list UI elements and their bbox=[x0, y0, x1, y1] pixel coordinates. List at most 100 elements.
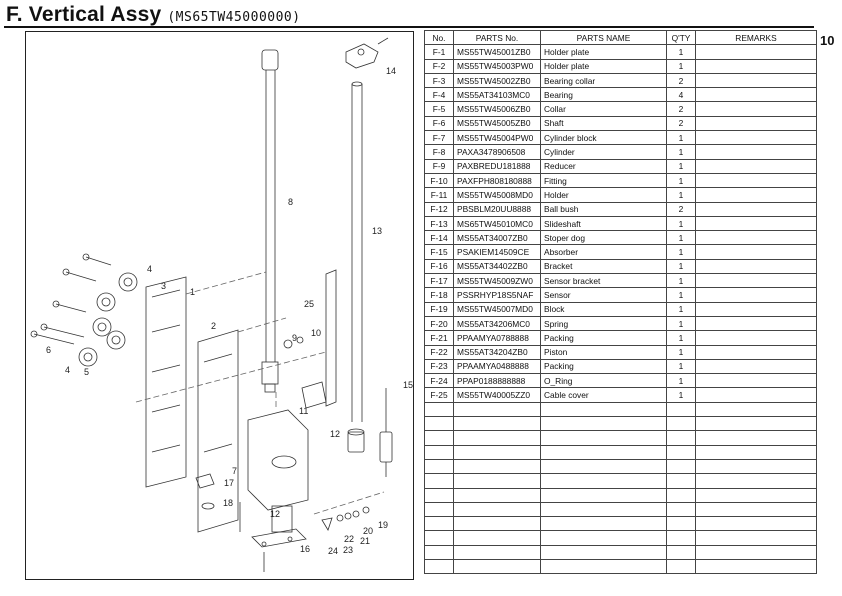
cell-parts-no: MS55TW45004PW0 bbox=[453, 130, 541, 146]
callout-label: 24 bbox=[328, 546, 339, 556]
cell-parts-no: MS55AT34206MC0 bbox=[453, 315, 541, 332]
cell-no: F-12 bbox=[424, 201, 454, 217]
cell-parts-name: Piston bbox=[540, 344, 667, 360]
cell-no bbox=[424, 558, 454, 575]
cell-qty: 1 bbox=[666, 358, 696, 375]
cell-remarks bbox=[695, 544, 817, 560]
cell-remarks bbox=[695, 358, 817, 375]
cell-remarks bbox=[695, 58, 817, 74]
cell-remarks bbox=[695, 530, 817, 546]
cell-parts-no: MS65TW45010MC0 bbox=[453, 215, 541, 232]
cell-remarks bbox=[695, 87, 817, 103]
cell-parts-no bbox=[453, 401, 541, 418]
cell-parts-no: MS55TW45001ZB0 bbox=[453, 44, 541, 60]
cell-no: F-1 bbox=[424, 44, 454, 60]
cell-no: F-11 bbox=[424, 187, 454, 203]
cell-parts-no bbox=[453, 430, 541, 446]
cell-parts-name: Spring bbox=[540, 315, 667, 332]
cell-parts-no: PPAAMYA0488888 bbox=[453, 358, 541, 375]
cell-no bbox=[424, 416, 454, 432]
table-row bbox=[424, 558, 817, 575]
cell-no: F-22 bbox=[424, 344, 454, 360]
cell-parts-name: Fitting bbox=[540, 172, 667, 189]
cell-parts-name: Cylinder block bbox=[540, 130, 667, 146]
cell-remarks bbox=[695, 344, 817, 360]
parts-table-container: No. PARTS No. PARTS NAME Q'TY REMARKS F-… bbox=[424, 29, 817, 575]
callout-label: 6 bbox=[46, 345, 52, 355]
cell-no: F-13 bbox=[424, 215, 454, 232]
cell-no bbox=[424, 458, 454, 475]
cell-parts-name: Sensor bracket bbox=[540, 273, 667, 289]
callout-label: 13 bbox=[372, 226, 383, 236]
cell-parts-name: Cable cover bbox=[540, 387, 667, 403]
callout-label: 12 bbox=[330, 429, 341, 439]
cell-qty: 2 bbox=[666, 201, 696, 217]
cell-remarks bbox=[695, 401, 817, 418]
cell-qty: 1 bbox=[666, 244, 696, 260]
callout-label: 10 bbox=[311, 328, 322, 338]
cell-parts-name: O_Ring bbox=[540, 373, 667, 389]
table-row bbox=[424, 401, 817, 418]
cell-parts-name: Stoper dog bbox=[540, 230, 667, 246]
cell-qty bbox=[666, 430, 696, 446]
cell-remarks bbox=[695, 258, 817, 275]
cell-qty: 1 bbox=[666, 230, 696, 246]
callout-label: 15 bbox=[403, 380, 414, 390]
cell-remarks bbox=[695, 201, 817, 217]
cell-remarks bbox=[695, 72, 817, 89]
cell-qty: 1 bbox=[666, 287, 696, 303]
callout-label: 19 bbox=[378, 520, 389, 530]
cell-parts-no bbox=[453, 458, 541, 475]
cell-parts-name bbox=[540, 487, 667, 503]
cell-parts-name: Sensor bbox=[540, 287, 667, 303]
cell-parts-name: Absorber bbox=[540, 244, 667, 260]
cell-qty: 1 bbox=[666, 373, 696, 389]
cell-qty bbox=[666, 473, 696, 489]
callout-label: 5 bbox=[84, 367, 90, 377]
cell-no: F-3 bbox=[424, 72, 454, 89]
cell-no: F-20 bbox=[424, 315, 454, 332]
cell-remarks bbox=[695, 430, 817, 446]
cell-parts-no: MS55TW45002ZB0 bbox=[453, 72, 541, 89]
cell-parts-name: Packing bbox=[540, 330, 667, 346]
cell-remarks bbox=[695, 287, 817, 303]
cell-qty: 1 bbox=[666, 387, 696, 403]
cell-parts-no: MS55TW45007MD0 bbox=[453, 301, 541, 317]
cell-remarks bbox=[695, 416, 817, 432]
cell-parts-name: Slideshaft bbox=[540, 215, 667, 232]
assembly-drawing bbox=[30, 37, 393, 572]
cell-qty: 1 bbox=[666, 44, 696, 60]
callout-label: 21 bbox=[360, 536, 371, 546]
cell-remarks bbox=[695, 230, 817, 246]
callout-label: 22 bbox=[344, 534, 355, 544]
cell-qty: 2 bbox=[666, 101, 696, 117]
callout-label: 2 bbox=[211, 321, 217, 331]
cell-remarks bbox=[695, 101, 817, 117]
cell-parts-name: Bracket bbox=[540, 258, 667, 275]
cell-qty bbox=[666, 516, 696, 532]
col-header-remarks: REMARKS bbox=[695, 29, 817, 46]
cell-qty: 2 bbox=[666, 115, 696, 132]
cell-parts-name: Holder plate bbox=[540, 44, 667, 60]
cell-remarks bbox=[695, 130, 817, 146]
cell-parts-no: MS55TW45003PW0 bbox=[453, 58, 541, 74]
cell-no: F-6 bbox=[424, 115, 454, 132]
cell-remarks bbox=[695, 516, 817, 532]
cell-no bbox=[424, 487, 454, 503]
cell-no: F-5 bbox=[424, 101, 454, 117]
cell-parts-name: Cylinder bbox=[540, 144, 667, 160]
cell-qty: 1 bbox=[666, 258, 696, 275]
cell-remarks bbox=[695, 373, 817, 389]
cell-parts-name: Ball bush bbox=[540, 201, 667, 217]
cell-parts-no: PPAAMYA0788888 bbox=[453, 330, 541, 346]
callout-label: 23 bbox=[343, 545, 354, 555]
